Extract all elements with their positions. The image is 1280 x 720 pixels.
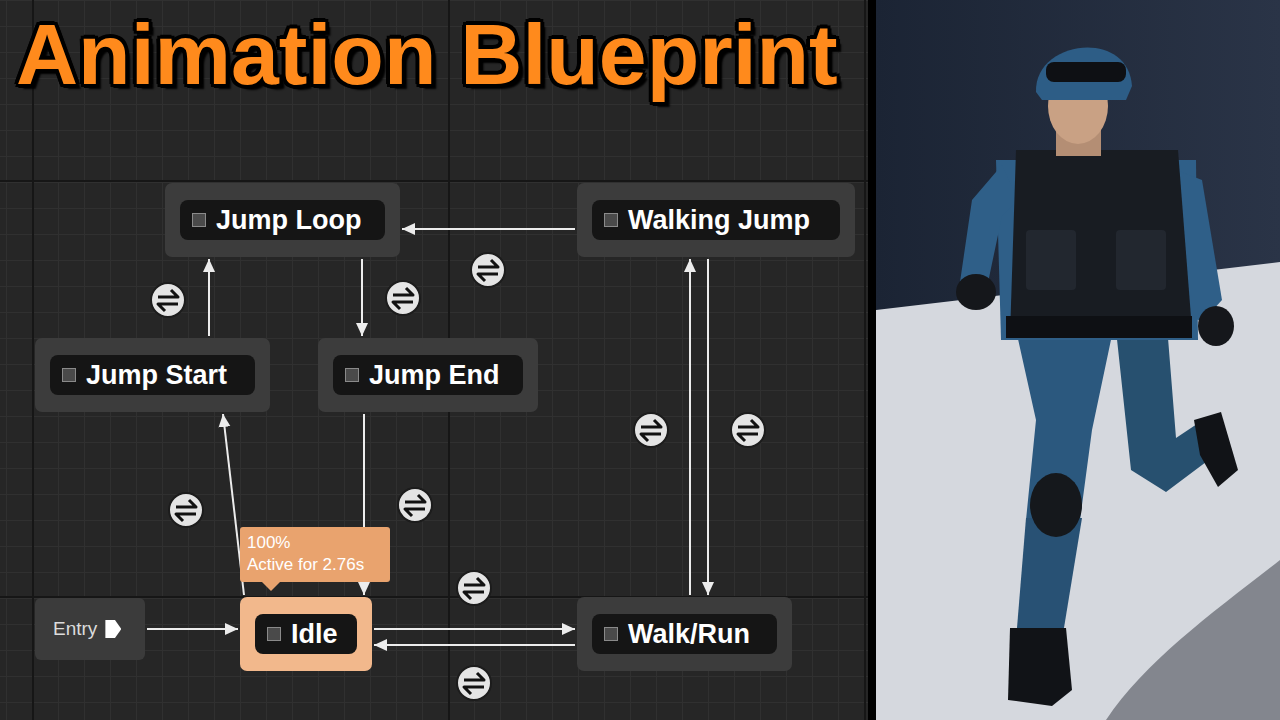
state-pill: Jump Start — [50, 355, 255, 395]
transition-arrow — [689, 259, 691, 595]
transition-icon — [398, 488, 432, 522]
state-node: Idle — [240, 597, 372, 671]
panel-divider — [868, 0, 876, 720]
transition-icon — [169, 493, 203, 527]
state-icon — [345, 368, 359, 382]
transition-icon — [151, 283, 185, 317]
shadow — [1106, 560, 1280, 720]
floor — [876, 262, 1280, 720]
soldier-leg — [1116, 330, 1222, 492]
entry-icon — [105, 620, 121, 638]
soldier-boot — [1008, 628, 1072, 706]
state-pill: Jump Loop — [180, 200, 385, 240]
transition-icon — [457, 571, 491, 605]
soldier-helmet — [1036, 47, 1132, 100]
state-name: Walk/Run — [628, 619, 750, 650]
transition-arrow — [374, 628, 575, 630]
state-icon — [604, 627, 618, 641]
node-layer: Jump Loop Walking JumpJump Start Jump End 1… — [0, 0, 873, 720]
transition-arrow — [402, 228, 575, 230]
state-name: Idle — [291, 619, 338, 650]
state-node: Walk/Run — [577, 597, 792, 671]
state-icon — [192, 213, 206, 227]
state-icon — [62, 368, 76, 382]
state-pill: Jump End — [333, 355, 523, 395]
state-name: Jump Start — [86, 360, 227, 391]
state-node: Jump End — [318, 338, 538, 412]
state-node: Jump Loop — [165, 183, 400, 257]
vest-pocket — [1116, 230, 1166, 290]
state-pill: Idle — [255, 614, 357, 654]
soldier-glove — [1198, 306, 1234, 346]
state-pill: Walk/Run — [592, 614, 777, 654]
transition-icon — [634, 413, 668, 447]
soldier-goggles — [1046, 62, 1126, 82]
soldier-boot — [1194, 412, 1238, 487]
backdrop — [876, 0, 1280, 720]
status-text: 100% — [247, 532, 382, 554]
soldier-arm — [960, 165, 1018, 292]
status-text: Active for 2.76s — [247, 554, 382, 576]
state-icon — [604, 213, 618, 227]
status-tooltip: 100%Active for 2.76s — [240, 527, 390, 582]
transition-icon — [731, 413, 765, 447]
tooltip-pointer — [262, 582, 280, 591]
state-pill: Walking Jump — [592, 200, 840, 240]
state-name: Walking Jump — [628, 205, 810, 236]
entry-label: Entry — [53, 618, 97, 640]
transition-icon — [386, 281, 420, 315]
transition-icon — [457, 666, 491, 700]
soldier-glove — [956, 274, 996, 310]
state-node: Walking Jump — [577, 183, 855, 257]
transition-arrow — [147, 628, 238, 630]
entry-node: Entry — [35, 598, 145, 660]
soldier-kneepad — [1030, 473, 1082, 537]
vest-pocket — [1026, 230, 1076, 290]
transition-icon — [471, 253, 505, 287]
soldier-belt — [1006, 316, 1192, 338]
transition-arrow — [208, 259, 210, 336]
state-name: Jump End — [369, 360, 500, 391]
diagram-title: Animation Blueprint — [16, 11, 838, 97]
soldier-shin — [1016, 518, 1082, 640]
soldier-vest — [1010, 150, 1192, 336]
transition-arrow — [374, 644, 575, 646]
transition-arrow — [707, 259, 709, 595]
character-preview — [876, 0, 1280, 720]
state-node: Jump Start — [35, 338, 270, 412]
transition-arrow — [361, 259, 363, 336]
state-name: Jump Loop — [216, 205, 361, 236]
state-icon — [267, 627, 281, 641]
